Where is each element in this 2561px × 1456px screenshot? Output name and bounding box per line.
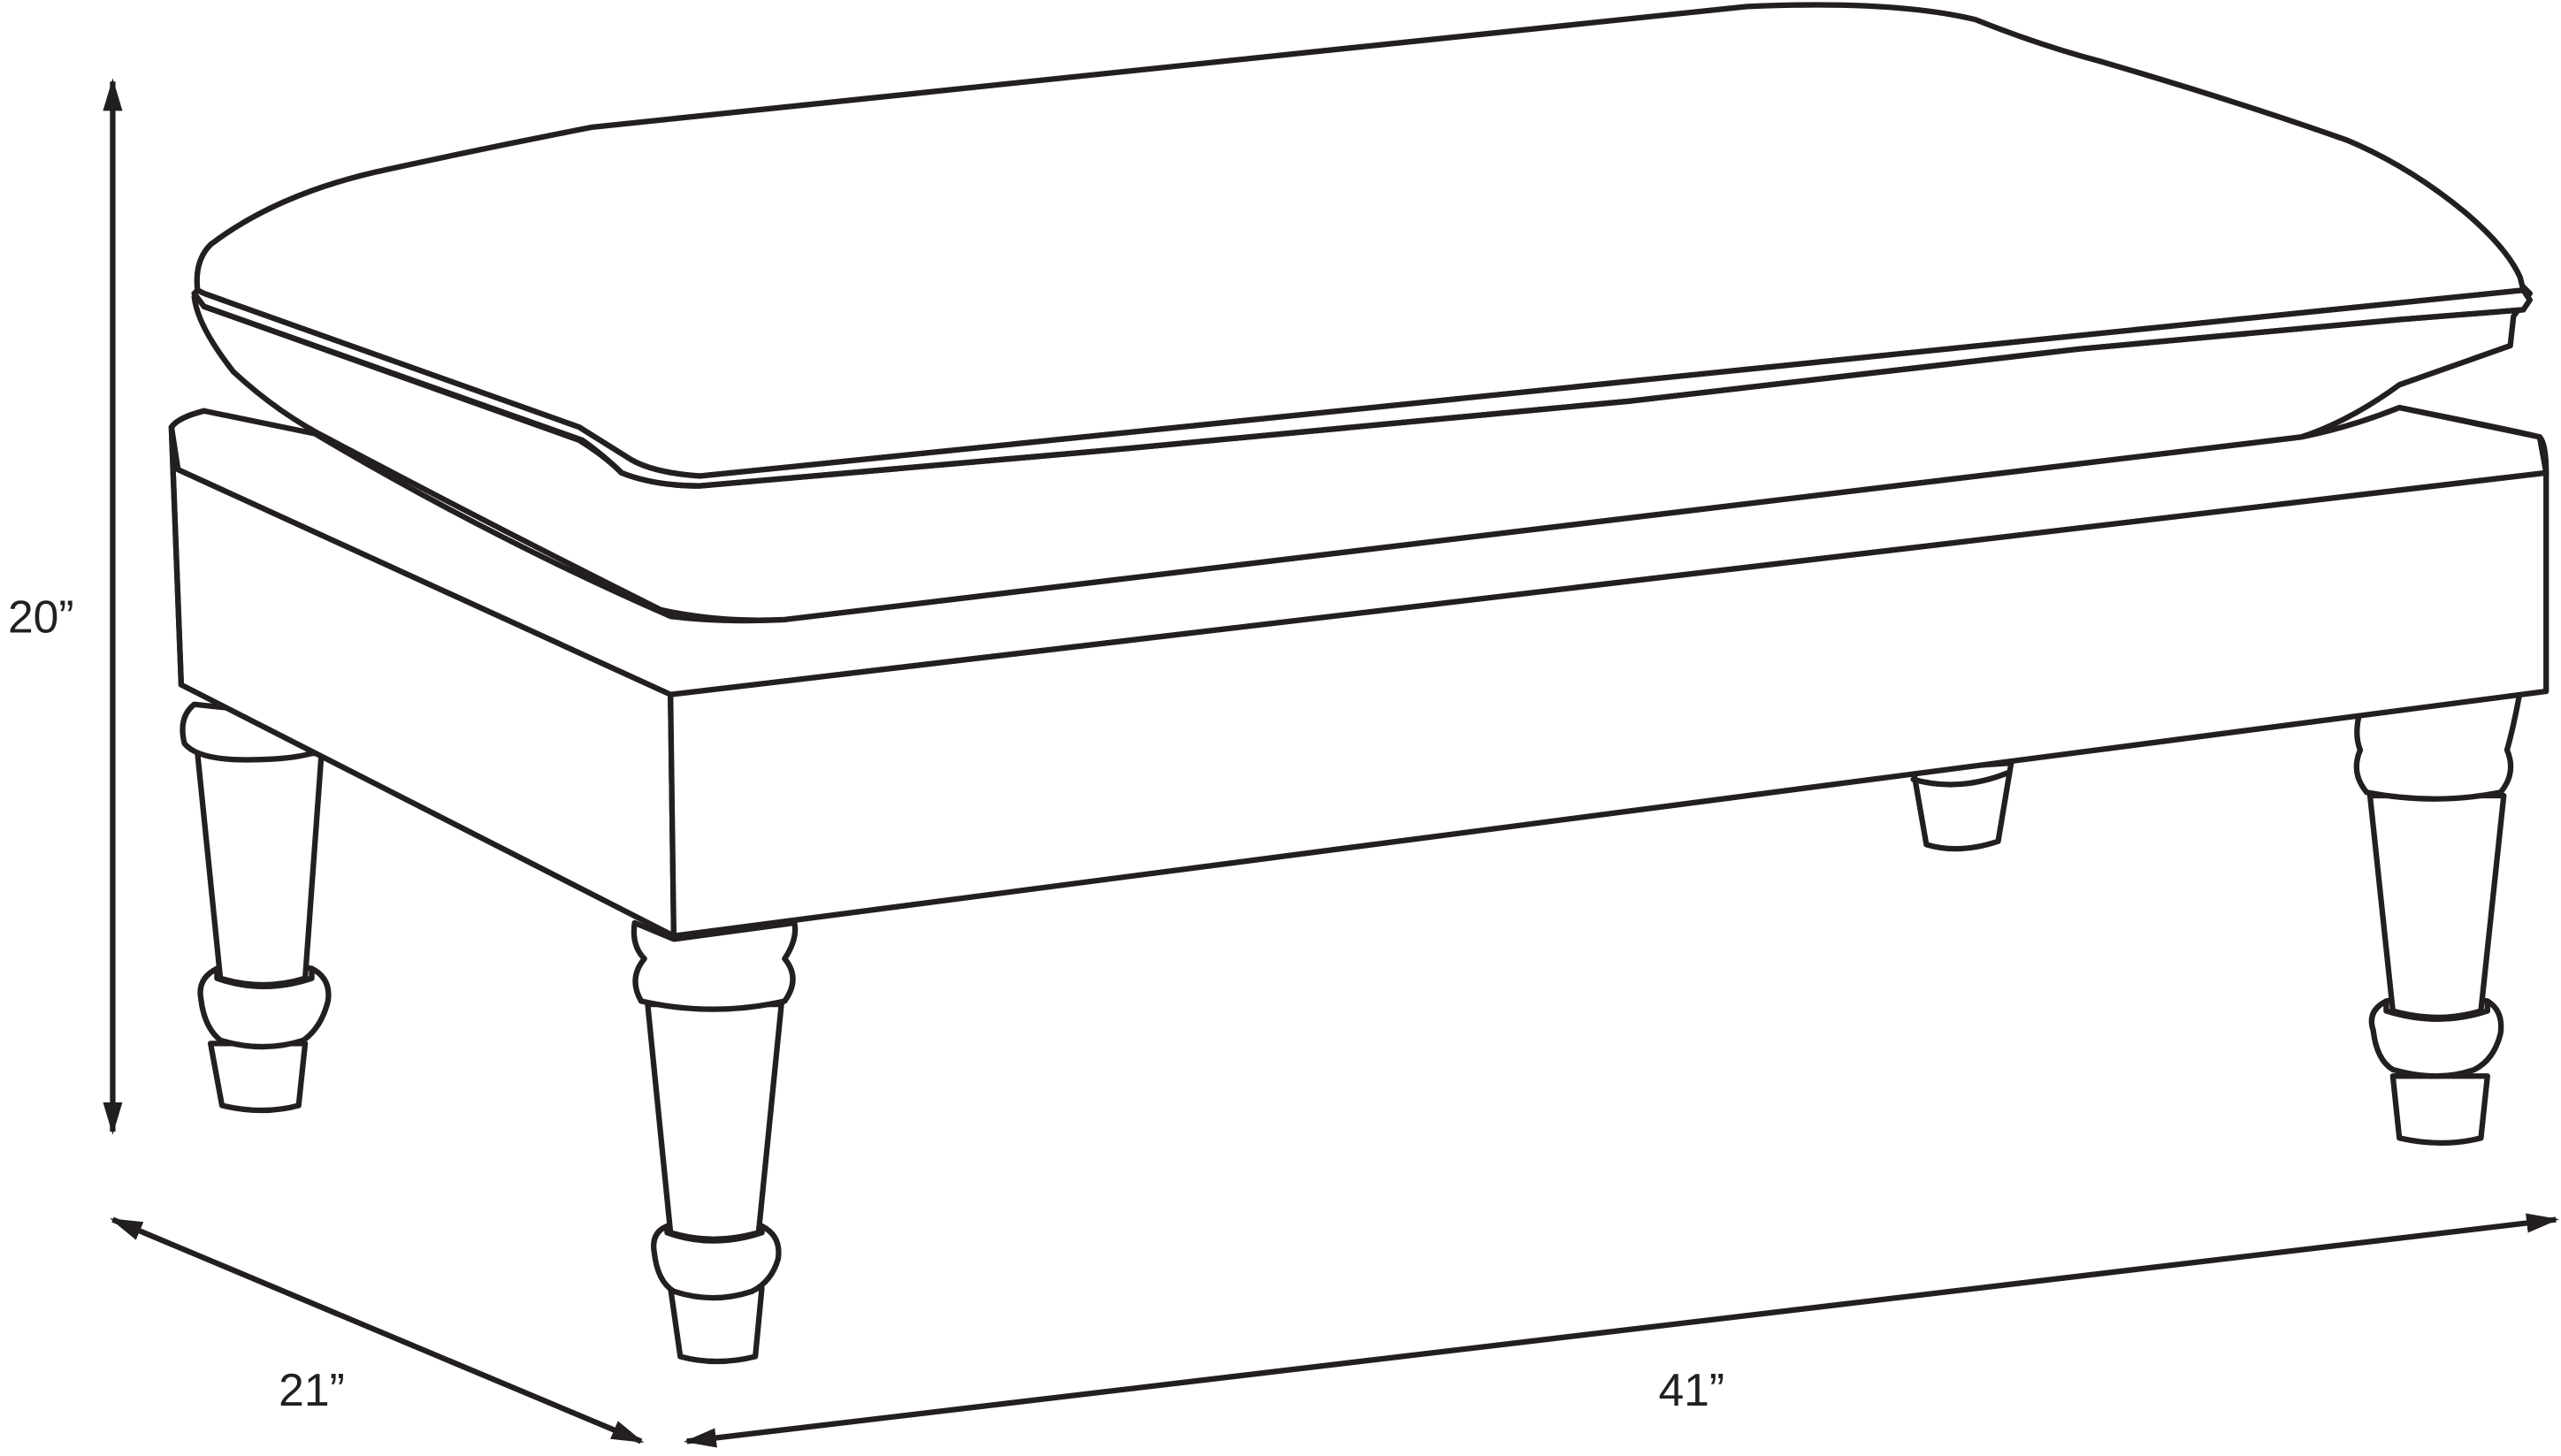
rear-left-leg — [180, 701, 332, 1114]
height-label: 20” — [8, 591, 74, 643]
back-right-leg — [1910, 760, 2014, 852]
width-dimension — [683, 1213, 2559, 1448]
front-left-leg — [631, 919, 799, 1365]
front-right-leg — [2353, 688, 2523, 1147]
width-label: 41” — [1658, 1364, 1724, 1415]
depth-dimension — [110, 1216, 645, 1445]
depth-label: 21” — [279, 1364, 345, 1415]
cushion — [191, 2, 2533, 623]
